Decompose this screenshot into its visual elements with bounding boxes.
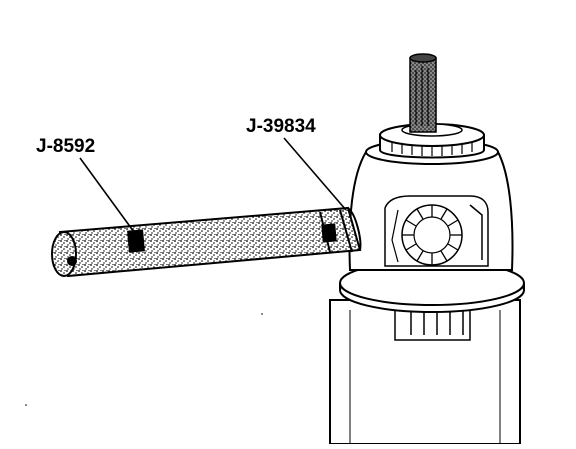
callout-j-39834: J-39834	[246, 116, 316, 137]
leader-lines	[79, 137, 347, 233]
top-collar	[379, 123, 485, 159]
base-housing	[329, 299, 521, 445]
differential-case	[348, 139, 514, 271]
handle-bar	[51, 206, 362, 278]
vertical-shaft	[409, 53, 437, 133]
differential-flange	[339, 260, 525, 313]
callout-j-8592: J-8592	[36, 136, 96, 157]
